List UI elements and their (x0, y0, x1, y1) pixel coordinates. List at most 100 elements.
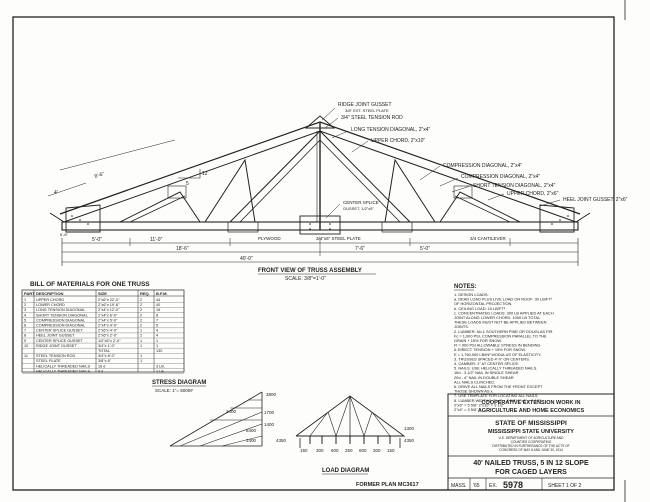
bom-cell: 2 (140, 298, 142, 302)
note-line: Ft = 900 PSI ALLOWABLE STRESS IN BENDING (454, 343, 540, 348)
web-right-compression (384, 158, 436, 223)
fine-print-1: U.S. DEPARTMENT OF AGRICULTURE AND (499, 436, 564, 440)
load-value-1: 4350 (276, 438, 287, 443)
dim-upper-chord: 8'-6" (94, 171, 105, 180)
bom-cell: 5 (156, 324, 158, 328)
note-line: 3. TRUSSES SPACED 4'-0" ON CENTERS. (454, 356, 530, 361)
bom-cell: 1 (140, 344, 142, 348)
note-line: 6. DRIVE ALL NAILS FROM THE FRONT EXCEPT (454, 384, 543, 389)
org-university: MISSISSIPPI STATE UNIVERSITY (488, 429, 574, 435)
label-cantilever: 3/4 CANTILEVER (470, 236, 507, 241)
bom-header-cell: B.F.M. (156, 291, 168, 296)
bom-header-cell: DESCRIPTION (36, 291, 63, 296)
stress-value-5: 8400 (246, 428, 257, 433)
stress-value-4: 1400 (264, 422, 275, 427)
bom-cell: HEEL JOINT GUSSET (36, 334, 75, 338)
bom-cell: 2"x6"x 4'-0" (98, 329, 118, 333)
label-comp-diag-2: COMPRESSION DIAGONAL, 2"x4" (461, 174, 540, 180)
bom-header-cell: REQ. (140, 291, 150, 296)
note-line: c. CONCENTRATED LOADS: 300 LB APPLIED AT… (454, 310, 554, 315)
bom-cell: 2 (140, 308, 142, 312)
label-upper-chord-2: UPPER CHORD, 2"x6" (507, 191, 559, 197)
bom-cell: SHORT TENSION DIAGONAL (36, 313, 88, 317)
slope-5: 5 (186, 181, 189, 187)
bom-cell: 2"x4"x 4'-0" (98, 324, 118, 328)
bom-cell: 7 (156, 318, 158, 322)
label-long-tension: LONG TENSION DIAGONAL, 2"x4" (351, 127, 431, 133)
bom-cell: UPPER CHORD (36, 298, 64, 302)
note-line: 1. DESIGN LOADS: (454, 292, 489, 297)
stress-value-6: 2400 (246, 438, 257, 443)
web-left-outer (119, 191, 201, 223)
bom-cell: 9 (24, 339, 26, 343)
bom-cell: 1 (156, 344, 158, 348)
heel-gusset-left (65, 204, 101, 233)
notes-title: NOTES: (454, 284, 477, 290)
note-line: JOINT ALONG LOWER CHORD. 1000 LB TOTAL. (454, 315, 541, 320)
heel-gusset-right (539, 204, 575, 233)
bom-cell: 1 (156, 339, 158, 343)
label-plywood: PLYWOOD (258, 236, 281, 241)
bom-cell: RIDGE JOINT GUSSET (36, 344, 77, 348)
bom-cell: 1 (140, 359, 142, 363)
bom-cell: TOTAL (98, 349, 110, 353)
dim-5: 5'-0" (92, 237, 102, 243)
load-value-7: 300 (373, 448, 381, 453)
bom-cell: 3/4"x 8'-0" (98, 354, 116, 358)
bom-cell: CENTER SPLICE GUSSET (36, 339, 84, 343)
bom-cell: 1 (140, 329, 142, 333)
slope-12: 12 (202, 171, 208, 177)
bom-cell: 8 d (98, 369, 103, 373)
bom-cell: STEEL PLATE (36, 359, 61, 363)
bom-cell: 2 (140, 334, 142, 338)
note-line: 2"x6" = 5 5/8" 2"x10" = 9 1/2" (454, 402, 505, 407)
load-value-6: 600 (359, 448, 367, 453)
note-line: 2. LUMBER: No.1 SOUTHERN PINE OR DOUGLAS… (454, 329, 553, 334)
bom-cell: COMPRESSION DIAGONAL (36, 318, 85, 322)
fine-print-3: DISTRIBUTED IN FURTHERANCE OF THE ACTS O… (492, 444, 569, 448)
note-line: OF HORIZONTAL PROJECTION. (454, 301, 512, 306)
label-center-splice: CENTER SPLICE (343, 200, 379, 205)
ridge-gusset (304, 115, 336, 129)
label-upper-chord: UPPER CHORD, 2"x10" (371, 138, 425, 144)
bom-cell: 2"x4"x 12'-0" (98, 308, 120, 312)
former-plan: FORMER PLAN MC3617 (356, 482, 419, 488)
dim-heel: 6'-6" (60, 232, 69, 237)
label-center-splice-sub: GUSSET, 1/2"x5" (343, 206, 374, 211)
note-line: 7. USE TEMPLATE FOR LOCATING ALL NAILS. (454, 393, 539, 398)
bom-cell: 4 (156, 334, 158, 338)
bom-title: BILL OF MATERIALS FOR ONE TRUSS (30, 281, 150, 288)
bom-cell: 44 (156, 298, 160, 302)
bom-cell: COMPRESSION DIAGONAL (36, 324, 85, 328)
load-title: LOAD DIAGRAM (322, 468, 369, 474)
label-ridge-gusset-sub: 3/8" EXT. STEEL PLATE (345, 108, 389, 113)
org-state: STATE OF MISSISSIPPI (495, 420, 567, 427)
note-line: THOSE SHOWN AS x. (454, 389, 494, 394)
bom-cell: 2 (140, 303, 142, 307)
bom-cell: 2"x4"x 6'-0" (98, 313, 118, 317)
ex-label: EX. (489, 483, 497, 489)
bom-cell: 1 (140, 339, 142, 343)
center-splice-gusset (299, 215, 341, 235)
note-line: 8. LUMBER WIDTHS: 2"x4" = 3 5/8" 2"x8" =… (454, 398, 542, 403)
dim-18: 18'-6" (176, 246, 189, 252)
year-label: '65 (473, 483, 480, 489)
note-line: JOINTS. (454, 324, 469, 329)
bom-cell: 6 (24, 324, 26, 328)
bom-cell: CENTER SPLICE GUSSET (36, 329, 84, 333)
bom-cell: 2 (140, 318, 142, 322)
label-short-tension: SHORT TENSION DIAGONAL, 2"x4" (473, 183, 556, 189)
load-value-5: 250 (345, 448, 353, 453)
